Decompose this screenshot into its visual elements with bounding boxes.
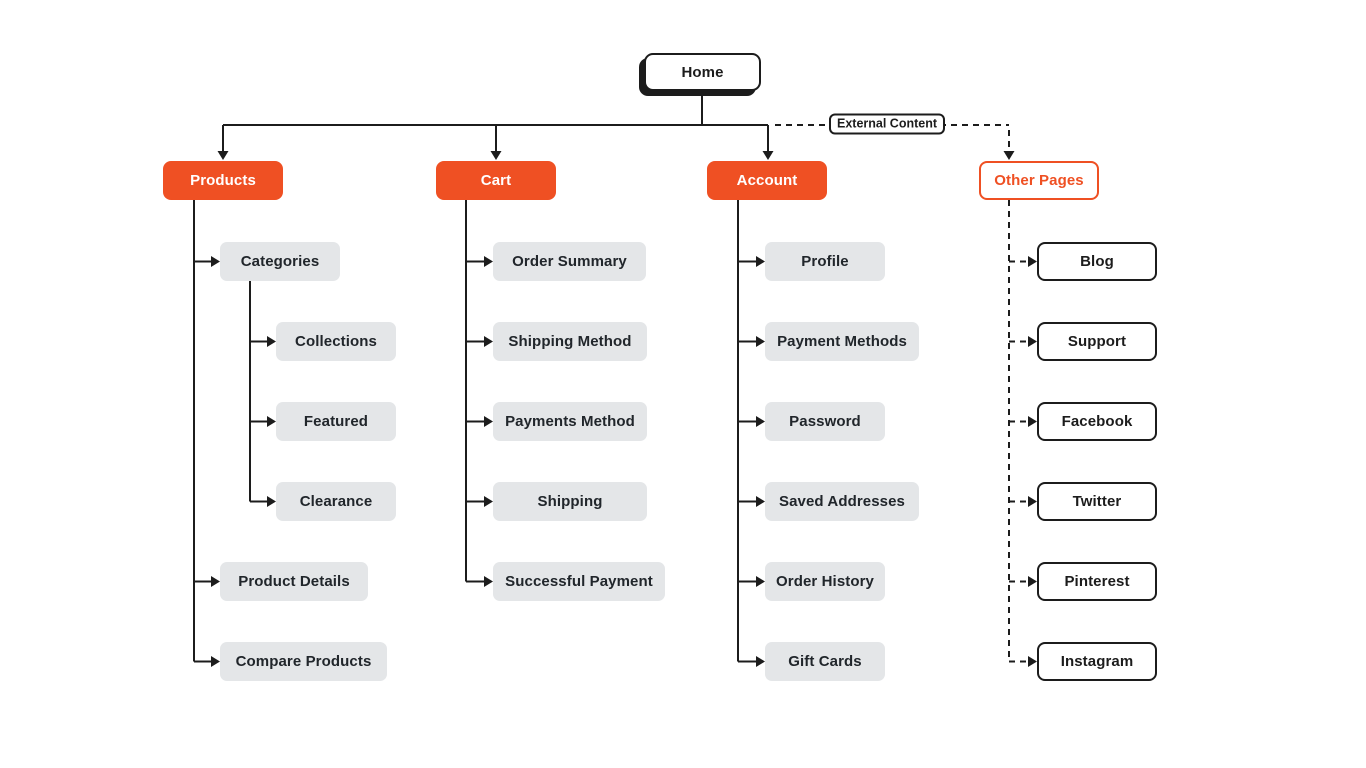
node-profile[interactable]: Profile xyxy=(765,242,885,281)
node-collections[interactable]: Collections xyxy=(276,322,396,361)
node-saved-addresses[interactable]: Saved Addresses xyxy=(765,482,919,521)
account-arrowheads xyxy=(756,256,765,667)
node-facebook[interactable]: Facebook xyxy=(1037,402,1157,441)
node-blog[interactable]: Blog xyxy=(1037,242,1157,281)
node-pinterest[interactable]: Pinterest xyxy=(1037,562,1157,601)
node-compare-products[interactable]: Compare Products xyxy=(220,642,387,681)
root-connectors xyxy=(222,91,1010,152)
section-products[interactable]: Products xyxy=(163,161,283,200)
section-other-pages[interactable]: Other Pages xyxy=(979,161,1099,200)
node-clearance[interactable]: Clearance xyxy=(276,482,396,521)
section-account[interactable]: Account xyxy=(707,161,827,200)
node-payments-method[interactable]: Payments Method xyxy=(493,402,647,441)
node-shipping[interactable]: Shipping xyxy=(493,482,647,521)
cart-arrowheads xyxy=(484,256,493,587)
node-twitter[interactable]: Twitter xyxy=(1037,482,1157,521)
section-cart[interactable]: Cart xyxy=(436,161,556,200)
node-support[interactable]: Support xyxy=(1037,322,1157,361)
products-connectors xyxy=(193,200,268,663)
other-pages-connectors xyxy=(1008,200,1028,663)
node-instagram[interactable]: Instagram xyxy=(1037,642,1157,681)
products-arrowheads xyxy=(211,256,276,667)
node-order-history[interactable]: Order History xyxy=(765,562,885,601)
node-featured[interactable]: Featured xyxy=(276,402,396,441)
node-successful-payment[interactable]: Successful Payment xyxy=(493,562,665,601)
node-shipping-method[interactable]: Shipping Method xyxy=(493,322,647,361)
node-home[interactable]: Home xyxy=(644,53,761,91)
root-arrowheads xyxy=(217,151,1015,160)
node-payment-methods[interactable]: Payment Methods xyxy=(765,322,919,361)
node-password[interactable]: Password xyxy=(765,402,885,441)
cart-connectors xyxy=(465,200,485,583)
other-pages-arrowheads xyxy=(1028,256,1037,667)
node-order-summary[interactable]: Order Summary xyxy=(493,242,646,281)
edge-label-external-content: External Content xyxy=(828,113,946,135)
account-connectors xyxy=(737,200,757,663)
node-gift-cards[interactable]: Gift Cards xyxy=(765,642,885,681)
node-product-details[interactable]: Product Details xyxy=(220,562,368,601)
node-categories[interactable]: Categories xyxy=(220,242,340,281)
